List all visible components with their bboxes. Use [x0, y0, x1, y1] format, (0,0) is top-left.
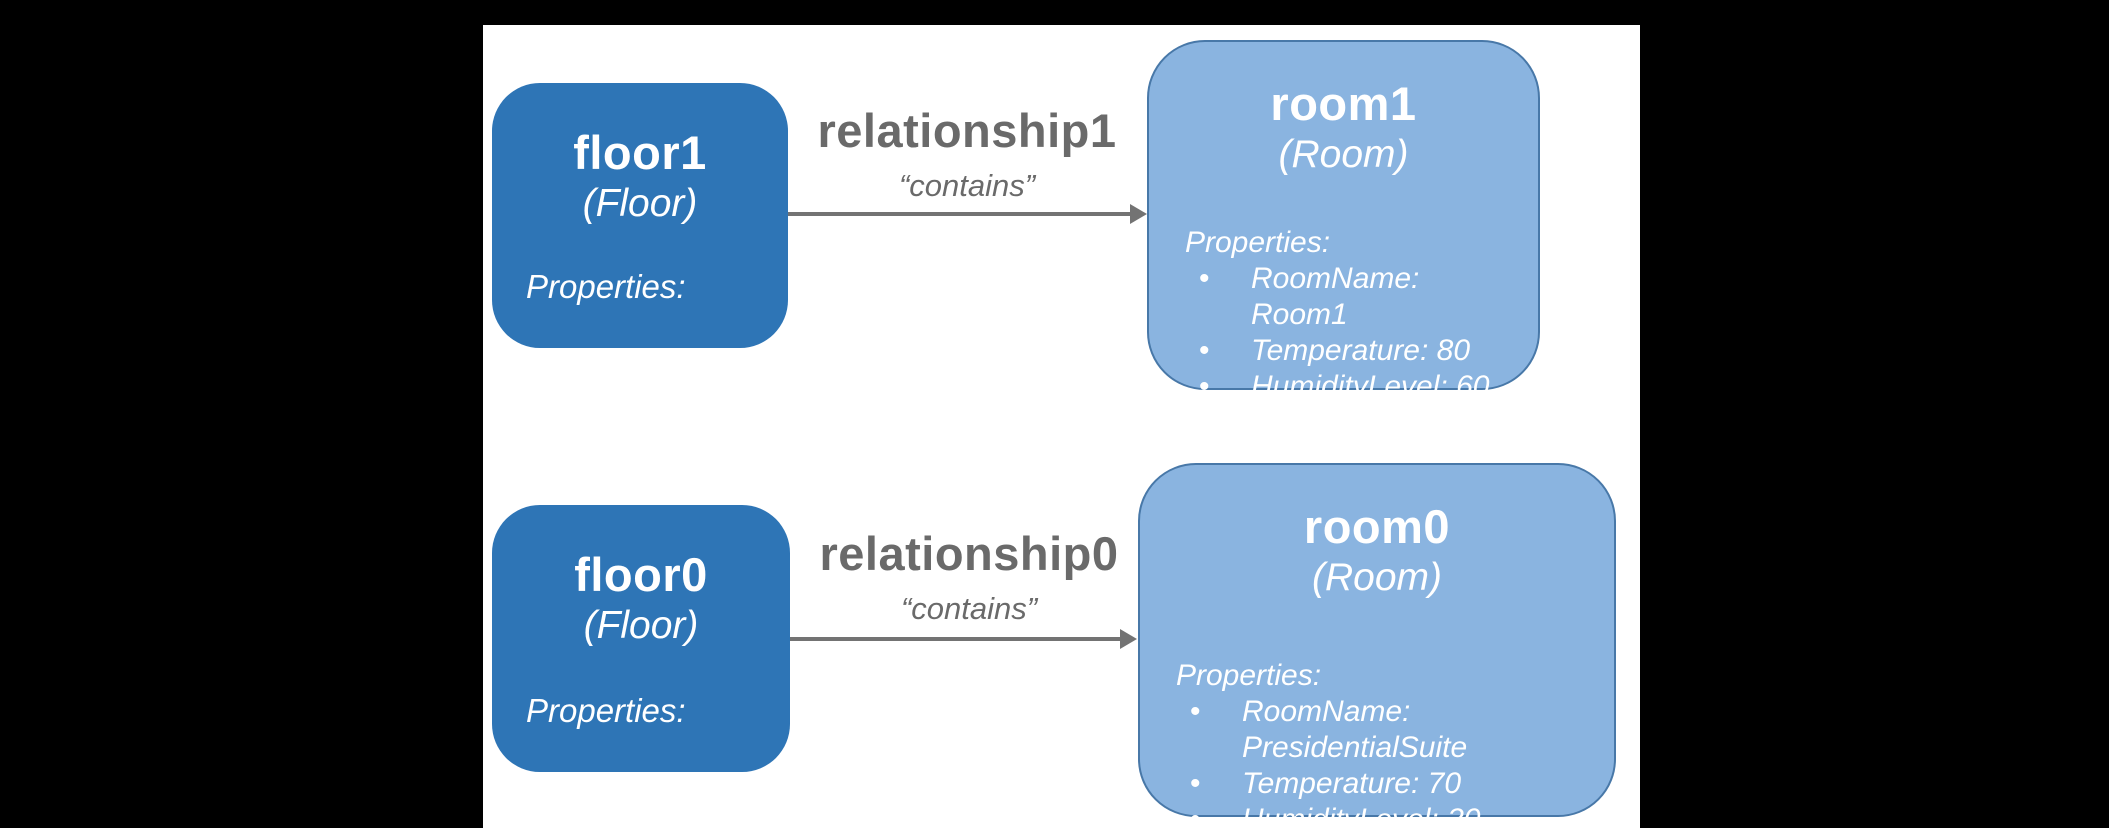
node-room0: room0 (Room) Properties: RoomName: Presi… — [1138, 463, 1616, 828]
property-item: RoomName: PresidentialSuite — [1176, 694, 1600, 766]
property-item: Temperature: 80 — [1185, 333, 1524, 369]
node-floor1: floor1 (Floor) Properties: — [492, 83, 788, 348]
property-item: RoomName: Room1 — [1185, 261, 1524, 333]
relationship0-label: relationship0 — [819, 527, 1119, 580]
node-subtitle: (Room) — [1278, 133, 1409, 177]
node-floor0: floor0 (Floor) Properties: — [492, 505, 790, 772]
node-room1: room1 (Room) Properties: RoomName: Room1… — [1147, 40, 1540, 405]
property-item: HumidityLevel: 60 — [1185, 369, 1524, 405]
relationship0-caption: “contains” — [900, 591, 1038, 626]
properties-list: RoomName: PresidentialSuite Temperature:… — [1176, 694, 1600, 828]
relationship0-arrow-line — [790, 637, 1122, 641]
properties-label: Properties: — [1176, 659, 1322, 692]
properties-block: Properties: RoomName: PresidentialSuite … — [1176, 658, 1600, 828]
node-title: floor0 — [574, 548, 708, 601]
relationship1-label: relationship1 — [817, 104, 1117, 157]
node-title: room1 — [1270, 77, 1417, 130]
properties-list: RoomName: Room1 Temperature: 80 Humidity… — [1185, 261, 1524, 405]
property-item: HumidityLevel: 30 — [1176, 802, 1600, 828]
properties-label: Properties: — [1185, 226, 1331, 259]
node-subtitle: (Floor) — [583, 604, 699, 648]
properties-label: Properties: — [526, 268, 686, 305]
relationship1-arrow-line — [788, 212, 1132, 216]
properties-label: Properties: — [526, 692, 686, 729]
properties-block: Properties: RoomName: Room1 Temperature:… — [1185, 225, 1524, 405]
relationship1-caption: “contains” — [898, 168, 1036, 203]
property-item: Temperature: 70 — [1176, 766, 1600, 802]
node-subtitle: (Floor) — [582, 182, 698, 226]
node-subtitle: (Room) — [1311, 556, 1442, 600]
node-title: room0 — [1303, 500, 1451, 553]
relationship1-arrowhead-icon — [1130, 204, 1147, 224]
node-title: floor1 — [573, 126, 707, 179]
relationship0-arrowhead-icon — [1120, 629, 1137, 649]
